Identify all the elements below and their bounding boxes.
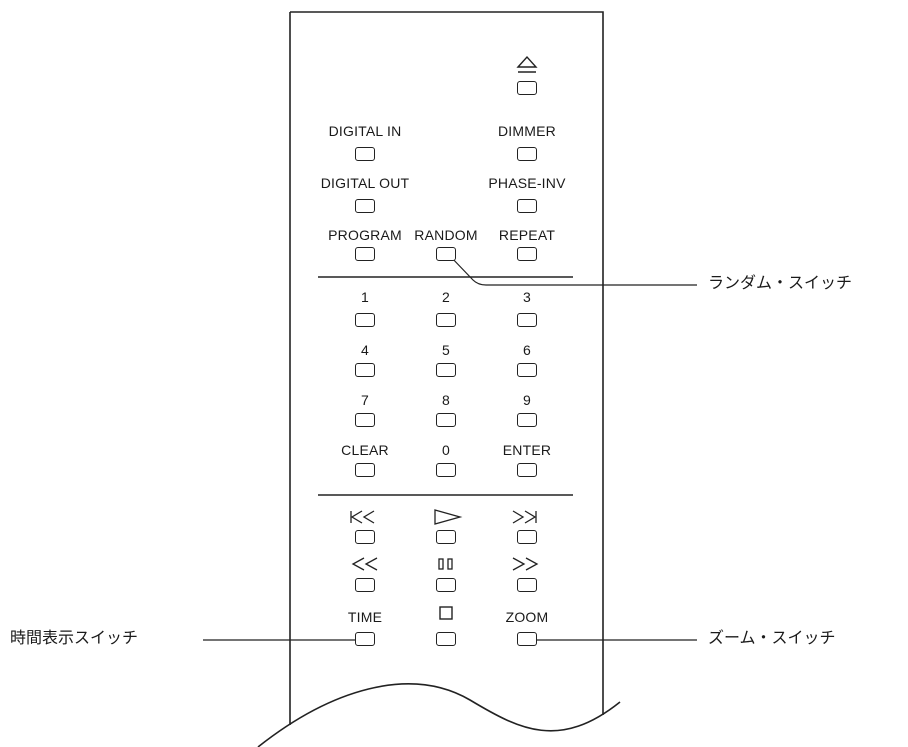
repeat-button[interactable] [517, 247, 537, 261]
enter-button[interactable] [517, 463, 537, 477]
num-1-label: 1 [361, 289, 369, 305]
remote-cut-wave [257, 683, 621, 747]
repeat-label: REPEAT [498, 227, 556, 243]
digital-out-label: DIGITAL OUT [320, 175, 410, 191]
pause-button[interactable] [436, 578, 456, 592]
eject-icon [516, 55, 538, 73]
random-leader-line [449, 255, 697, 286]
num-3-label: 3 [523, 289, 531, 305]
time-label: TIME [347, 609, 383, 625]
play-icon [434, 509, 463, 525]
num-7-button[interactable] [355, 413, 375, 427]
pause-icon [438, 558, 453, 570]
stop-icon [439, 606, 453, 620]
zoom-switch-callout: ズーム・スイッチ [708, 628, 836, 647]
num-2-label: 2 [442, 289, 450, 305]
skip-forward-icon [512, 510, 537, 524]
zoom-button[interactable] [517, 632, 537, 646]
clear-label: CLEAR [341, 442, 389, 458]
program-button[interactable] [355, 247, 375, 261]
play-button[interactable] [436, 530, 456, 544]
digital-in-button[interactable] [355, 147, 375, 161]
num-8-label: 8 [442, 392, 450, 408]
num-7-label: 7 [361, 392, 369, 408]
dimmer-label: DIMMER [498, 123, 556, 139]
eject-button[interactable] [517, 81, 537, 95]
random-button[interactable] [436, 247, 456, 261]
remote-outline [289, 11, 604, 725]
time-switch-callout: 時間表示スイッチ [10, 628, 139, 647]
num-6-label: 6 [523, 342, 531, 358]
stop-button[interactable] [436, 632, 456, 646]
num-4-button[interactable] [355, 363, 375, 377]
fast-forward-icon [512, 557, 539, 571]
skip-back-button[interactable] [355, 530, 375, 544]
digital-out-button[interactable] [355, 199, 375, 213]
phase-inv-button[interactable] [517, 199, 537, 213]
random-switch-callout: ランダム・スイッチ [708, 273, 853, 292]
rewind-icon [351, 557, 378, 571]
num-9-label: 9 [523, 392, 531, 408]
rewind-button[interactable] [355, 578, 375, 592]
num-3-button[interactable] [517, 313, 537, 327]
num-5-label: 5 [442, 342, 450, 358]
random-label: RANDOM [414, 227, 478, 243]
enter-label: ENTER [502, 442, 552, 458]
num-8-button[interactable] [436, 413, 456, 427]
dimmer-button[interactable] [517, 147, 537, 161]
clear-button[interactable] [355, 463, 375, 477]
digital-in-label: DIGITAL IN [328, 123, 402, 139]
zoom-label: ZOOM [505, 609, 549, 625]
phase-inv-label: PHASE-INV [488, 175, 566, 191]
num-2-button[interactable] [436, 313, 456, 327]
num-1-button[interactable] [355, 313, 375, 327]
num-0-button[interactable] [436, 463, 456, 477]
num-5-button[interactable] [436, 363, 456, 377]
fast-forward-button[interactable] [517, 578, 537, 592]
skip-forward-button[interactable] [517, 530, 537, 544]
num-0-label: 0 [442, 442, 450, 458]
num-9-button[interactable] [517, 413, 537, 427]
time-button[interactable] [355, 632, 375, 646]
program-label: PROGRAM [328, 227, 402, 243]
num-6-button[interactable] [517, 363, 537, 377]
skip-back-icon [350, 510, 375, 524]
num-4-label: 4 [361, 342, 369, 358]
